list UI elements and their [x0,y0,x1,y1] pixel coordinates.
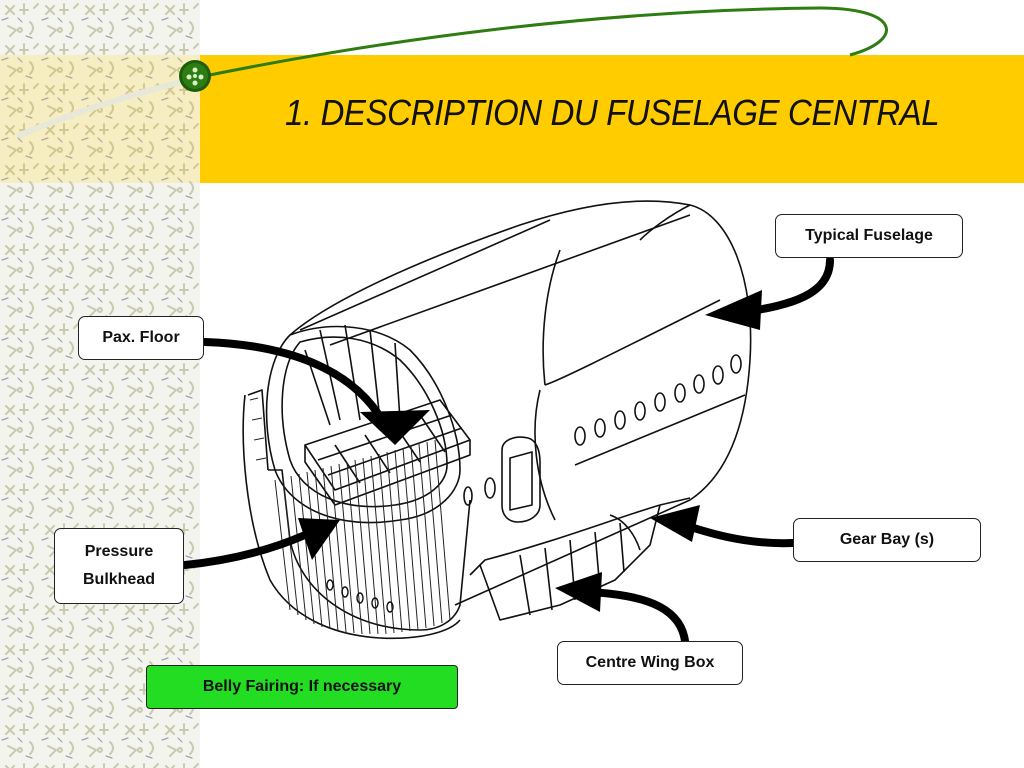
emergency-door [501,436,541,523]
window-row [463,354,742,506]
label-gear-bay: Gear Bay (s) [793,518,981,562]
slide-title: 1. DESCRIPTION DU FUSELAGE CENTRAL [285,92,940,133]
centre-wing-box-structure [469,497,691,621]
label-pressure-bulkhead: Pressure Bulkhead [54,528,184,604]
label-belly-fairing: Belly Fairing: If necessary [146,665,458,709]
label-centre-wing-box: Centre Wing Box [557,641,743,685]
decorative-side-pattern [0,0,200,768]
label-pax-floor: Pax. Floor [78,316,204,360]
label-typical-fuselage: Typical Fuselage [775,214,963,258]
fuselage-barrel [289,200,752,606]
fuselage-diagram [242,200,752,640]
